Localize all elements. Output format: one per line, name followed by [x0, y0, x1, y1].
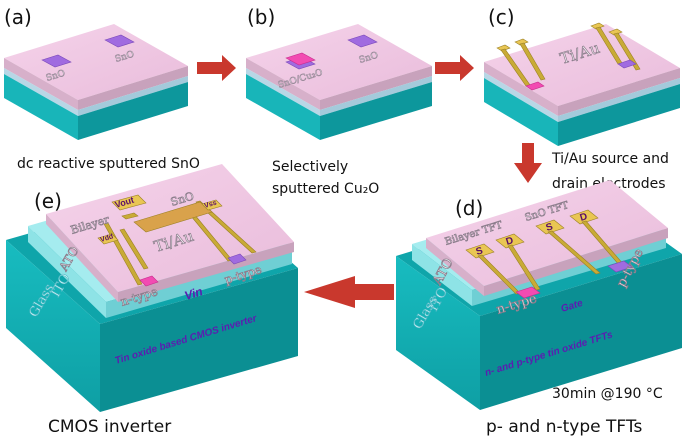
- pad-d-2-label: D: [579, 211, 589, 224]
- ito-front-d: [412, 244, 472, 306]
- panel-d-caption: p- and n-type TFTs: [486, 417, 642, 437]
- panel-a-caption: dc reactive sputtered SnO: [17, 156, 200, 172]
- electrodes-caption-1: Ti/Au source and: [551, 151, 669, 167]
- sno-chip-b: [347, 34, 378, 48]
- cu2o-channel-c: [525, 81, 545, 91]
- panel-b-caption-2: sputtered Cu₂O: [272, 181, 379, 197]
- panel-e: (e) Vout Vdd Vss Bilayer Sn: [6, 164, 298, 437]
- arrow-c-to-d: [514, 143, 542, 183]
- pad-d-1: [495, 233, 525, 249]
- pad-s-2-label: S: [545, 221, 555, 234]
- panel-a: (a) SnO SnO dc reactive sputtered SnO: [4, 5, 200, 172]
- panel-a-substrate-top: [4, 24, 188, 100]
- panel-c: (c) Ti/Au: [484, 5, 680, 146]
- pad-s-1-label: S: [475, 245, 485, 258]
- sno-chip-left: [41, 54, 72, 68]
- panel-c-label: (c): [488, 5, 515, 29]
- pad-s-1: [465, 243, 495, 259]
- panel-a-label: (a): [4, 5, 32, 29]
- arrow-b-to-c: [435, 55, 474, 81]
- anneal-label: 30min @190 °C: [552, 386, 663, 402]
- p-type-channel-e: [227, 253, 247, 265]
- pad-s-2: [535, 219, 565, 235]
- panel-d-label: (d): [455, 196, 483, 220]
- n-type-channel-d: [515, 286, 541, 299]
- arrow-a-to-b: [197, 55, 236, 81]
- panel-b: (b) SnO/Cu₂O SnO Selectively sputtered C…: [246, 5, 432, 197]
- ti-au-interconnect: [133, 201, 213, 233]
- panel-e-caption: CMOS inverter: [48, 417, 171, 437]
- panel-b-label: (b): [247, 5, 275, 29]
- pad-d-2: [569, 209, 599, 225]
- panel-b-caption-1: Selectively: [272, 159, 348, 175]
- pad-d-1-label: D: [505, 235, 515, 248]
- cu2o-chip: [285, 52, 316, 66]
- panel-e-label: (e): [34, 189, 62, 213]
- panel-b-substrate-top: [246, 24, 432, 100]
- ito-front-e: [28, 226, 106, 318]
- vout-pad: [111, 194, 147, 211]
- arrow-d-to-e: [304, 276, 394, 308]
- vin-label: Vin: [183, 284, 205, 303]
- ti-au-electrodes: [496, 22, 641, 87]
- p-type-channel-d: [607, 260, 633, 273]
- vdd-label: Vdd: [100, 233, 115, 244]
- vdd-pad: [97, 233, 119, 245]
- sno-chip-right: [104, 34, 135, 48]
- vss-label: Vss: [204, 200, 218, 210]
- panel-e-substrate-top: [46, 164, 294, 292]
- panel-d: (d) S D S D Bilayer TFT S: [396, 180, 682, 437]
- n-type-channel-e: [139, 275, 159, 287]
- vss-pad: [201, 199, 223, 211]
- glass-front-e: [6, 240, 100, 412]
- sno-channel-c: [617, 59, 637, 69]
- glass-front-d: [396, 256, 480, 410]
